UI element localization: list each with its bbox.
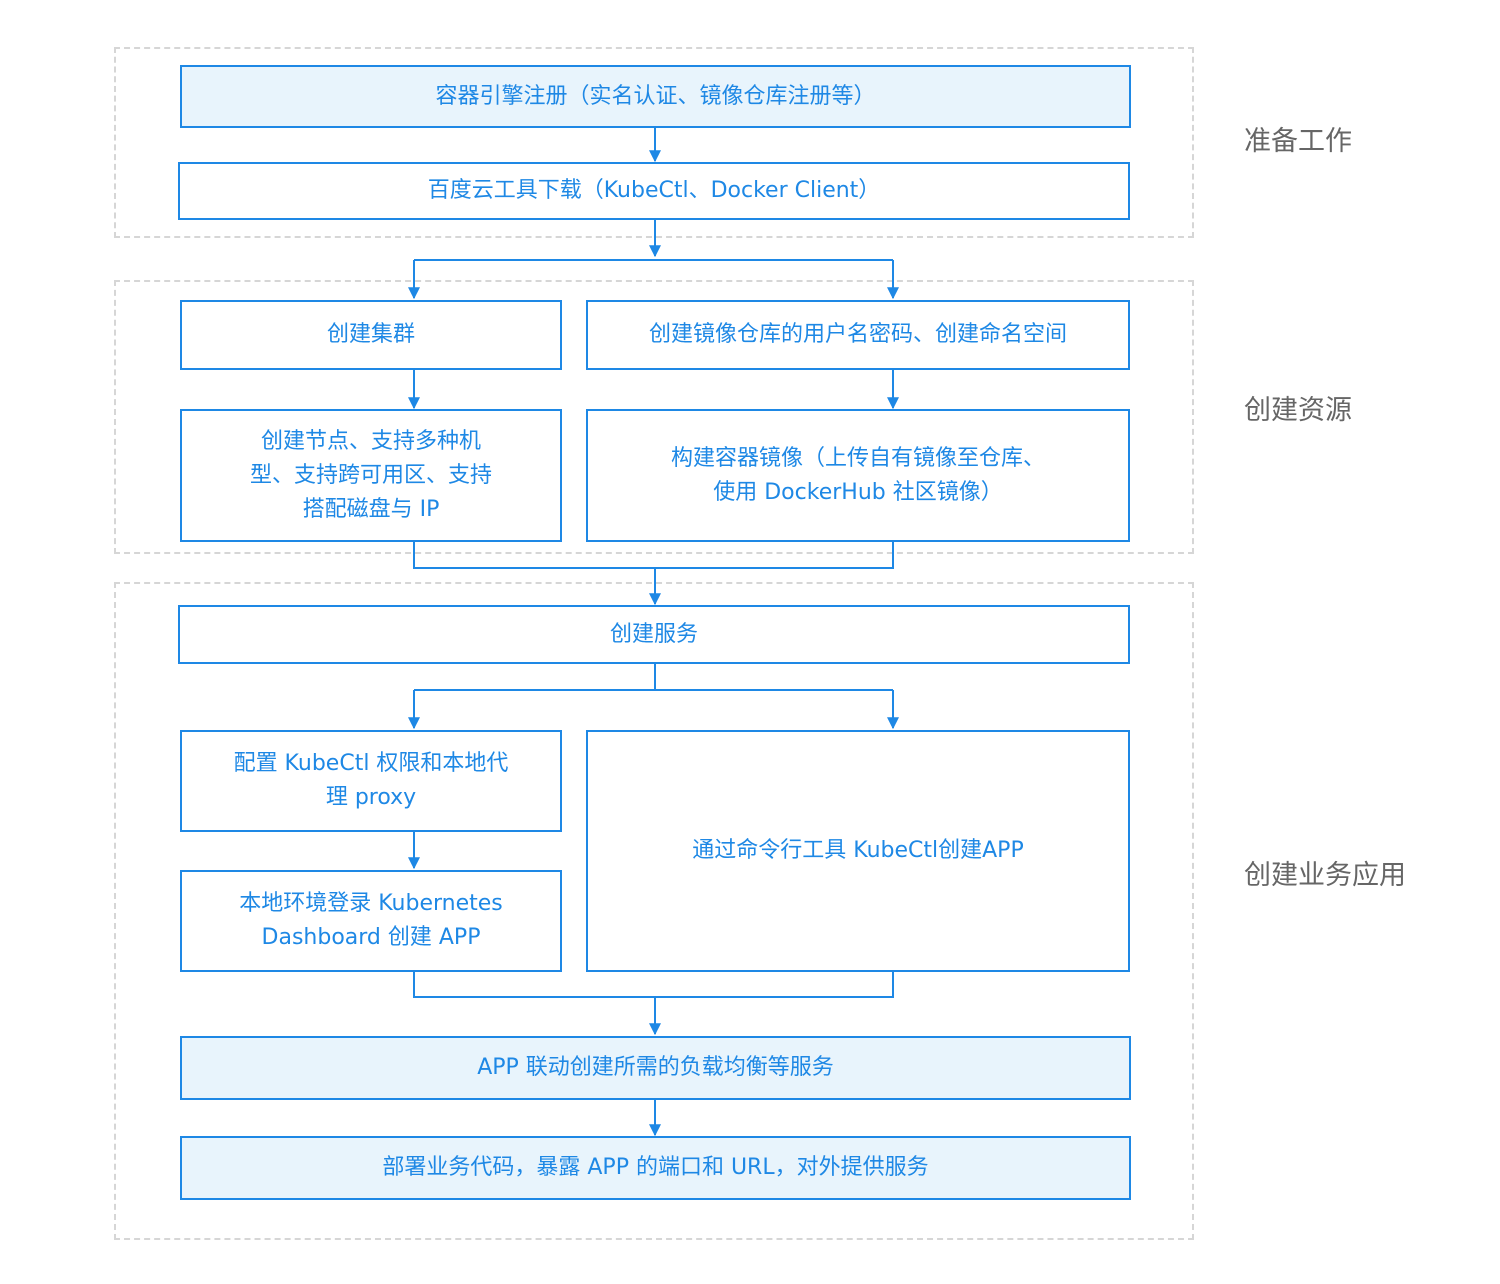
stage-label-prepare: 准备工作 xyxy=(1244,126,1352,157)
step-create-nodes: 创建节点、支持多种机 型、支持跨可用区、支持 搭配磁盘与 IP xyxy=(180,409,562,542)
step-create-service: 创建服务 xyxy=(178,605,1130,664)
step-cli-create-app-label: 通过命令行工具 KubeCtl创建APP xyxy=(692,838,1024,863)
stage-group-resources xyxy=(114,280,1194,554)
step-register: 容器引擎注册（实名认证、镜像仓库注册等） xyxy=(180,65,1131,128)
step-build-image: 构建容器镜像（上传自有镜像至仓库、 使用 DockerHub 社区镜像） xyxy=(586,409,1130,542)
step-create-cluster: 创建集群 xyxy=(180,300,562,370)
step-dashboard-login: 本地环境登录 Kubernetes Dashboard 创建 APP xyxy=(180,870,562,972)
step-create-registry-user-label: 创建镜像仓库的用户名密码、创建命名空间 xyxy=(648,322,1067,347)
step-download-tools: 百度云工具下载（KubeCtl、Docker Client） xyxy=(178,162,1130,220)
step-cli-create-app: 通过命令行工具 KubeCtl创建APP xyxy=(586,730,1130,972)
step-config-kubectl-label: 配置 KubeCtl 权限和本地代 理 proxy xyxy=(233,751,509,810)
step-download-tools-label: 百度云工具下载（KubeCtl、Docker Client） xyxy=(427,178,881,203)
step-create-cluster-label: 创建集群 xyxy=(326,322,415,347)
step-create-registry-user: 创建镜像仓库的用户名密码、创建命名空间 xyxy=(586,300,1130,370)
merge-line-apps xyxy=(413,971,894,998)
step-build-image-label: 构建容器镜像（上传自有镜像至仓库、 使用 DockerHub 社区镜像） xyxy=(670,445,1045,505)
stage-label-apps: 创建业务应用 xyxy=(1244,860,1406,891)
step-create-nodes-label: 创建节点、支持多种机 型、支持跨可用区、支持 搭配磁盘与 IP xyxy=(249,428,492,522)
step-deploy-code: 部署业务代码，暴露 APP 的端口和 URL，对外提供服务 xyxy=(180,1136,1131,1200)
step-deploy-code-label: 部署业务代码，暴露 APP 的端口和 URL，对外提供服务 xyxy=(382,1155,929,1180)
step-config-kubectl: 配置 KubeCtl 权限和本地代 理 proxy xyxy=(180,730,562,832)
step-app-linked-services: APP 联动创建所需的负载均衡等服务 xyxy=(180,1036,1131,1100)
merge-line-resources xyxy=(413,541,894,569)
stage-label-resources: 创建资源 xyxy=(1244,395,1352,426)
step-create-service-label: 创建服务 xyxy=(609,621,698,647)
step-dashboard-login-label: 本地环境登录 Kubernetes Dashboard 创建 APP xyxy=(239,891,503,950)
step-app-linked-services-label: APP 联动创建所需的负载均衡等服务 xyxy=(477,1055,834,1080)
step-register-label: 容器引擎注册（实名认证、镜像仓库注册等） xyxy=(435,83,876,109)
